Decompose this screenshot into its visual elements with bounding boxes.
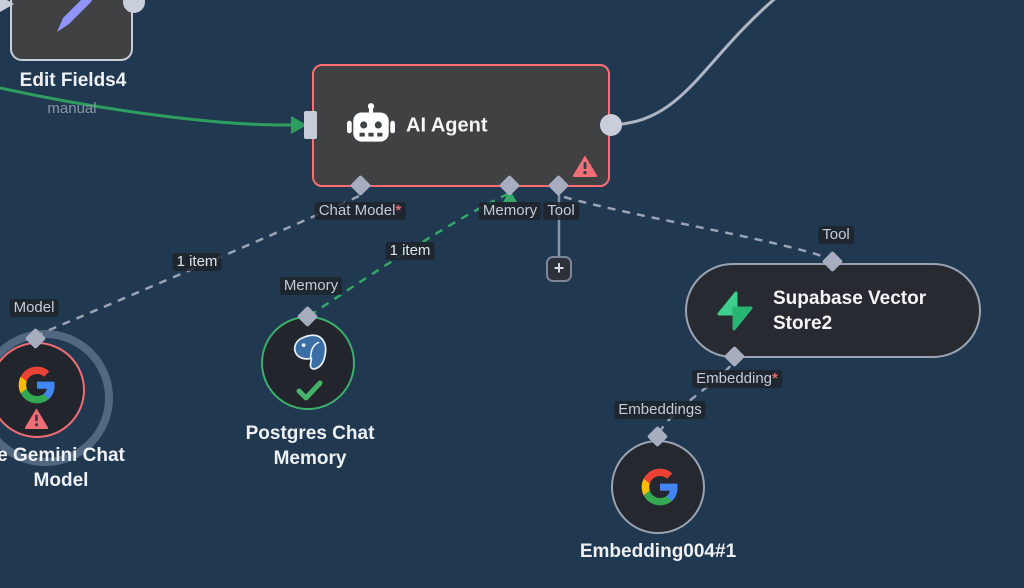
gemini-model-port-label: Model — [9, 299, 59, 317]
node-embedding004[interactable] — [611, 440, 705, 534]
supabase-tool-port-label: Tool — [818, 226, 854, 244]
node-edit-fields4[interactable] — [10, 0, 133, 61]
required-mark: * — [772, 370, 778, 387]
embeddings-port-label: Embeddings — [614, 401, 706, 419]
gemini-title-line1: e Gemini Chat — [0, 445, 125, 466]
node-postgres-chat-memory[interactable] — [261, 316, 355, 410]
postgres-title-line1: Postgres Chat — [245, 423, 375, 444]
connection-arrowhead — [291, 116, 307, 134]
postgres-title-line2: Memory — [273, 448, 347, 469]
gemini-title-line2: Model — [33, 470, 89, 491]
warning-triangle-icon — [25, 408, 48, 429]
supabase-bolt-icon — [717, 291, 753, 331]
editfields-title: Edit Fields4 — [19, 70, 127, 91]
embedding004-title: Embedding004#1 — [579, 541, 737, 562]
node-ai-agent[interactable]: AI Agent — [312, 64, 610, 187]
google-g-icon — [18, 366, 55, 404]
gemini-title: e Gemini Chat Model — [0, 443, 125, 493]
ai-agent-title: AI Agent — [406, 114, 488, 136]
postgres-title: Postgres Chat Memory — [246, 421, 375, 471]
node-supabase-vector-store2[interactable]: Supabase Vector Store2 — [685, 263, 981, 358]
supabase-embedding-port-label: Embedding* — [692, 370, 782, 388]
required-mark: * — [395, 202, 402, 219]
model-connection-count: 1 item — [172, 253, 222, 271]
supabase-title-line2: Store2 — [773, 313, 833, 334]
check-icon — [296, 380, 323, 401]
editfields-output-port[interactable] — [123, 0, 145, 13]
warning-triangle-icon — [572, 155, 598, 177]
connection-agent-output[interactable] — [610, 0, 778, 127]
node-gemini-chat-model[interactable] — [0, 342, 85, 438]
connection-agent-to-supabase-tool[interactable] — [563, 195, 829, 260]
memory-connection-count: 1 item — [385, 242, 435, 260]
supabase-title-line1: Supabase Vector — [773, 288, 927, 309]
input-arrow-icon — [0, 0, 14, 12]
postgres-elephant-icon — [293, 334, 327, 370]
gemini-selection-ring — [0, 330, 113, 466]
embedding-port-text: Embedding — [696, 370, 773, 387]
add-tool-button[interactable]: + — [546, 256, 572, 282]
pen-icon — [57, 0, 92, 32]
memory-port-label: Memory — [478, 202, 542, 220]
supabase-title: Supabase Vector Store2 — [773, 286, 926, 336]
chat-model-port-text: Chat Model — [318, 202, 396, 219]
google-g-icon — [641, 468, 678, 506]
memory-connection-arrowhead — [503, 190, 517, 202]
chat-model-port-label: Chat Model* — [314, 202, 406, 220]
connection-editfields-to-agent[interactable] — [0, 86, 292, 127]
robot-icon — [347, 103, 395, 142]
tool-port-label: Tool — [543, 202, 579, 220]
editfields-trigger-label: manual — [47, 100, 97, 117]
postgres-memory-port-label: Memory — [279, 277, 343, 295]
ai-agent-input-port[interactable] — [304, 111, 317, 139]
ai-agent-output-port[interactable] — [600, 114, 622, 136]
